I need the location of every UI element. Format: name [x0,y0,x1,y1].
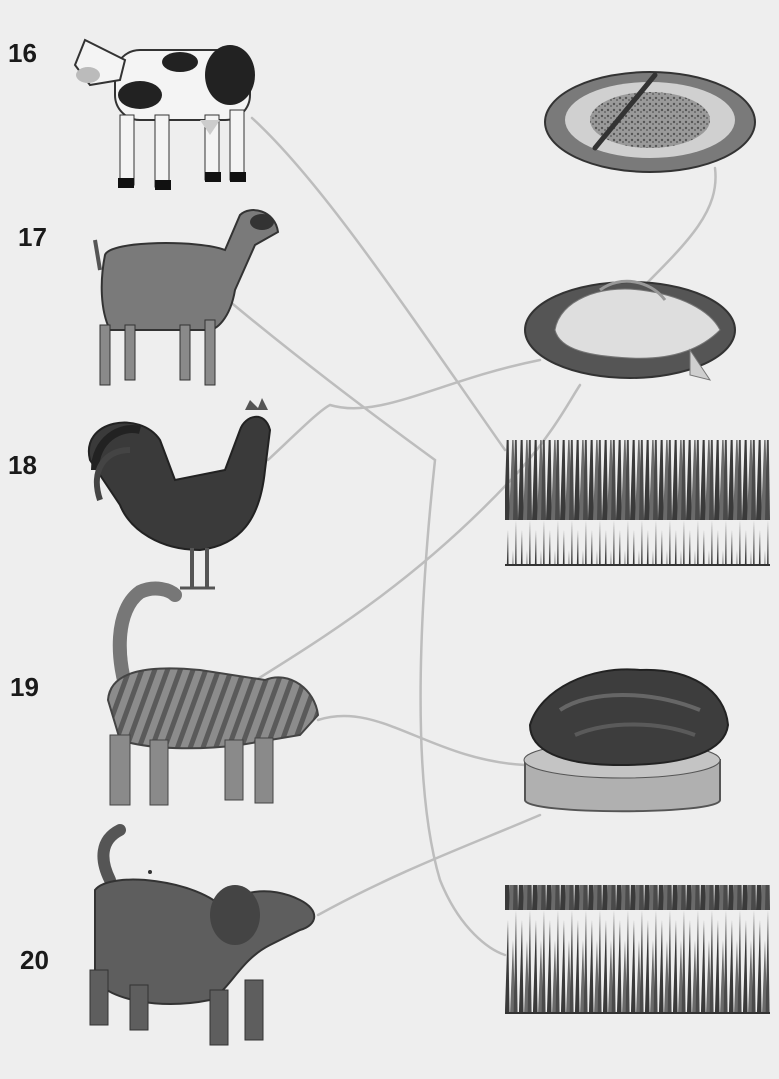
line-rooster [268,360,540,460]
grass-picture-2 [505,885,770,1013]
cat-picture [108,589,318,805]
grass-picture-1 [505,440,770,565]
rooster-picture [89,398,270,588]
line-plate-top [640,168,716,290]
grain-plate-picture [545,72,755,172]
cow-picture [75,40,255,190]
meat-bowl-picture [524,669,728,811]
line-cow [252,118,505,450]
dog-picture [90,830,314,1045]
fish-plate-picture [525,281,735,380]
line-goat [228,300,505,955]
goat-picture [95,210,278,385]
